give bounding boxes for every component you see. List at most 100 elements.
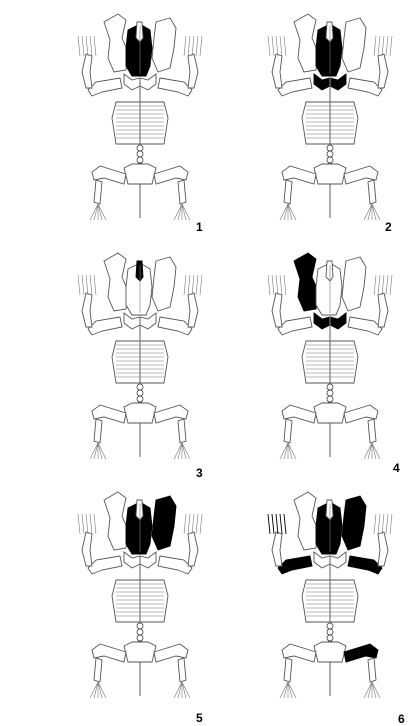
left-forelimb xyxy=(278,317,312,335)
left-toe xyxy=(288,682,292,698)
right-digit xyxy=(188,36,190,56)
right-upper-arm xyxy=(378,532,388,566)
vertebra xyxy=(137,635,143,641)
left-shin xyxy=(284,658,292,682)
right-toe xyxy=(178,443,182,459)
right-upper-arm xyxy=(378,293,388,327)
right-digit xyxy=(378,36,380,56)
bone-stroke xyxy=(276,36,278,56)
left-toe xyxy=(90,204,98,220)
skull-midline-small xyxy=(326,22,333,42)
right-toe xyxy=(174,682,182,698)
left-toe xyxy=(90,443,98,459)
bone-stroke xyxy=(280,36,282,56)
skull-left-side xyxy=(294,253,318,311)
vertebra xyxy=(137,629,143,635)
skull-right-side xyxy=(342,18,366,72)
left-toe xyxy=(288,204,292,220)
right-digit xyxy=(386,275,388,295)
bone-stroke xyxy=(78,514,80,534)
skull-left-side xyxy=(104,492,128,550)
vertebra xyxy=(327,390,333,396)
left-toe xyxy=(284,682,288,698)
bone-stroke xyxy=(82,275,84,295)
bone-stroke xyxy=(90,275,92,295)
left-shin xyxy=(94,658,102,682)
left-toe xyxy=(98,443,102,459)
left-toe xyxy=(288,682,296,698)
skull-left-side xyxy=(294,14,318,72)
right-toe xyxy=(182,204,186,220)
panel-label-5: 5 xyxy=(196,711,203,725)
right-upper-arm xyxy=(188,54,198,88)
right-shin xyxy=(368,180,376,204)
right-digit xyxy=(390,275,392,295)
skull-midline-small xyxy=(136,261,143,281)
vertebra xyxy=(137,390,143,396)
bone-stroke xyxy=(268,514,270,534)
left-digits xyxy=(78,36,96,56)
left-digits xyxy=(78,275,96,295)
vertebra xyxy=(327,635,333,641)
left-shin xyxy=(284,180,292,204)
bone-stroke xyxy=(94,36,96,56)
right-digit xyxy=(374,36,376,56)
right-shin xyxy=(368,658,376,682)
right-toe xyxy=(364,443,372,459)
bone-stroke xyxy=(94,275,96,295)
left-forelimb xyxy=(278,556,312,574)
left-forelimb xyxy=(88,78,122,96)
bone-stroke xyxy=(276,514,278,534)
left-upper-arm xyxy=(82,532,92,566)
right-digit xyxy=(196,36,198,56)
right-digit xyxy=(382,36,384,56)
right-toe xyxy=(368,443,372,459)
bone-stroke xyxy=(90,514,92,534)
right-toe xyxy=(182,682,186,698)
vertebra xyxy=(137,145,143,151)
bone-stroke xyxy=(82,36,84,56)
left-toe xyxy=(284,443,288,459)
skull-left-side xyxy=(104,253,128,311)
right-toe xyxy=(182,682,190,698)
bone-stroke xyxy=(82,514,84,534)
right-toe xyxy=(364,204,372,220)
right-digit xyxy=(192,275,194,295)
right-forelimb xyxy=(348,317,382,335)
vertebra xyxy=(137,396,143,402)
right-digit xyxy=(196,514,198,534)
right-upper-arm xyxy=(188,532,198,566)
left-upper-arm xyxy=(82,293,92,327)
skull-right-side xyxy=(152,18,176,72)
bone-stroke xyxy=(280,275,282,295)
vertebra xyxy=(327,623,333,629)
left-upper-arm xyxy=(272,293,282,327)
bone-stroke xyxy=(86,275,88,295)
vertebra xyxy=(327,384,333,390)
skeleton-drawing-5 xyxy=(60,486,220,706)
left-upper-arm xyxy=(272,54,282,88)
left-forelimb xyxy=(88,317,122,335)
left-toe xyxy=(98,204,102,220)
right-toe xyxy=(182,443,186,459)
panel-label-3: 3 xyxy=(196,466,203,480)
vertebra xyxy=(137,623,143,629)
skull-midline-small xyxy=(136,22,143,42)
right-digit xyxy=(386,514,388,534)
pelvis xyxy=(124,642,156,662)
left-toe xyxy=(94,204,98,220)
right-toe xyxy=(372,443,380,459)
left-toe xyxy=(280,204,288,220)
bone-stroke xyxy=(90,36,92,56)
right-forelimb xyxy=(158,556,192,574)
pelvis xyxy=(314,164,346,184)
right-digit xyxy=(184,514,186,534)
vertebra xyxy=(327,629,333,635)
right-digit xyxy=(390,36,392,56)
right-upper-arm xyxy=(188,293,198,327)
bone-stroke xyxy=(78,36,80,56)
left-forelimb xyxy=(88,556,122,574)
left-toe xyxy=(94,443,98,459)
right-toe xyxy=(372,204,380,220)
right-digit xyxy=(374,275,376,295)
